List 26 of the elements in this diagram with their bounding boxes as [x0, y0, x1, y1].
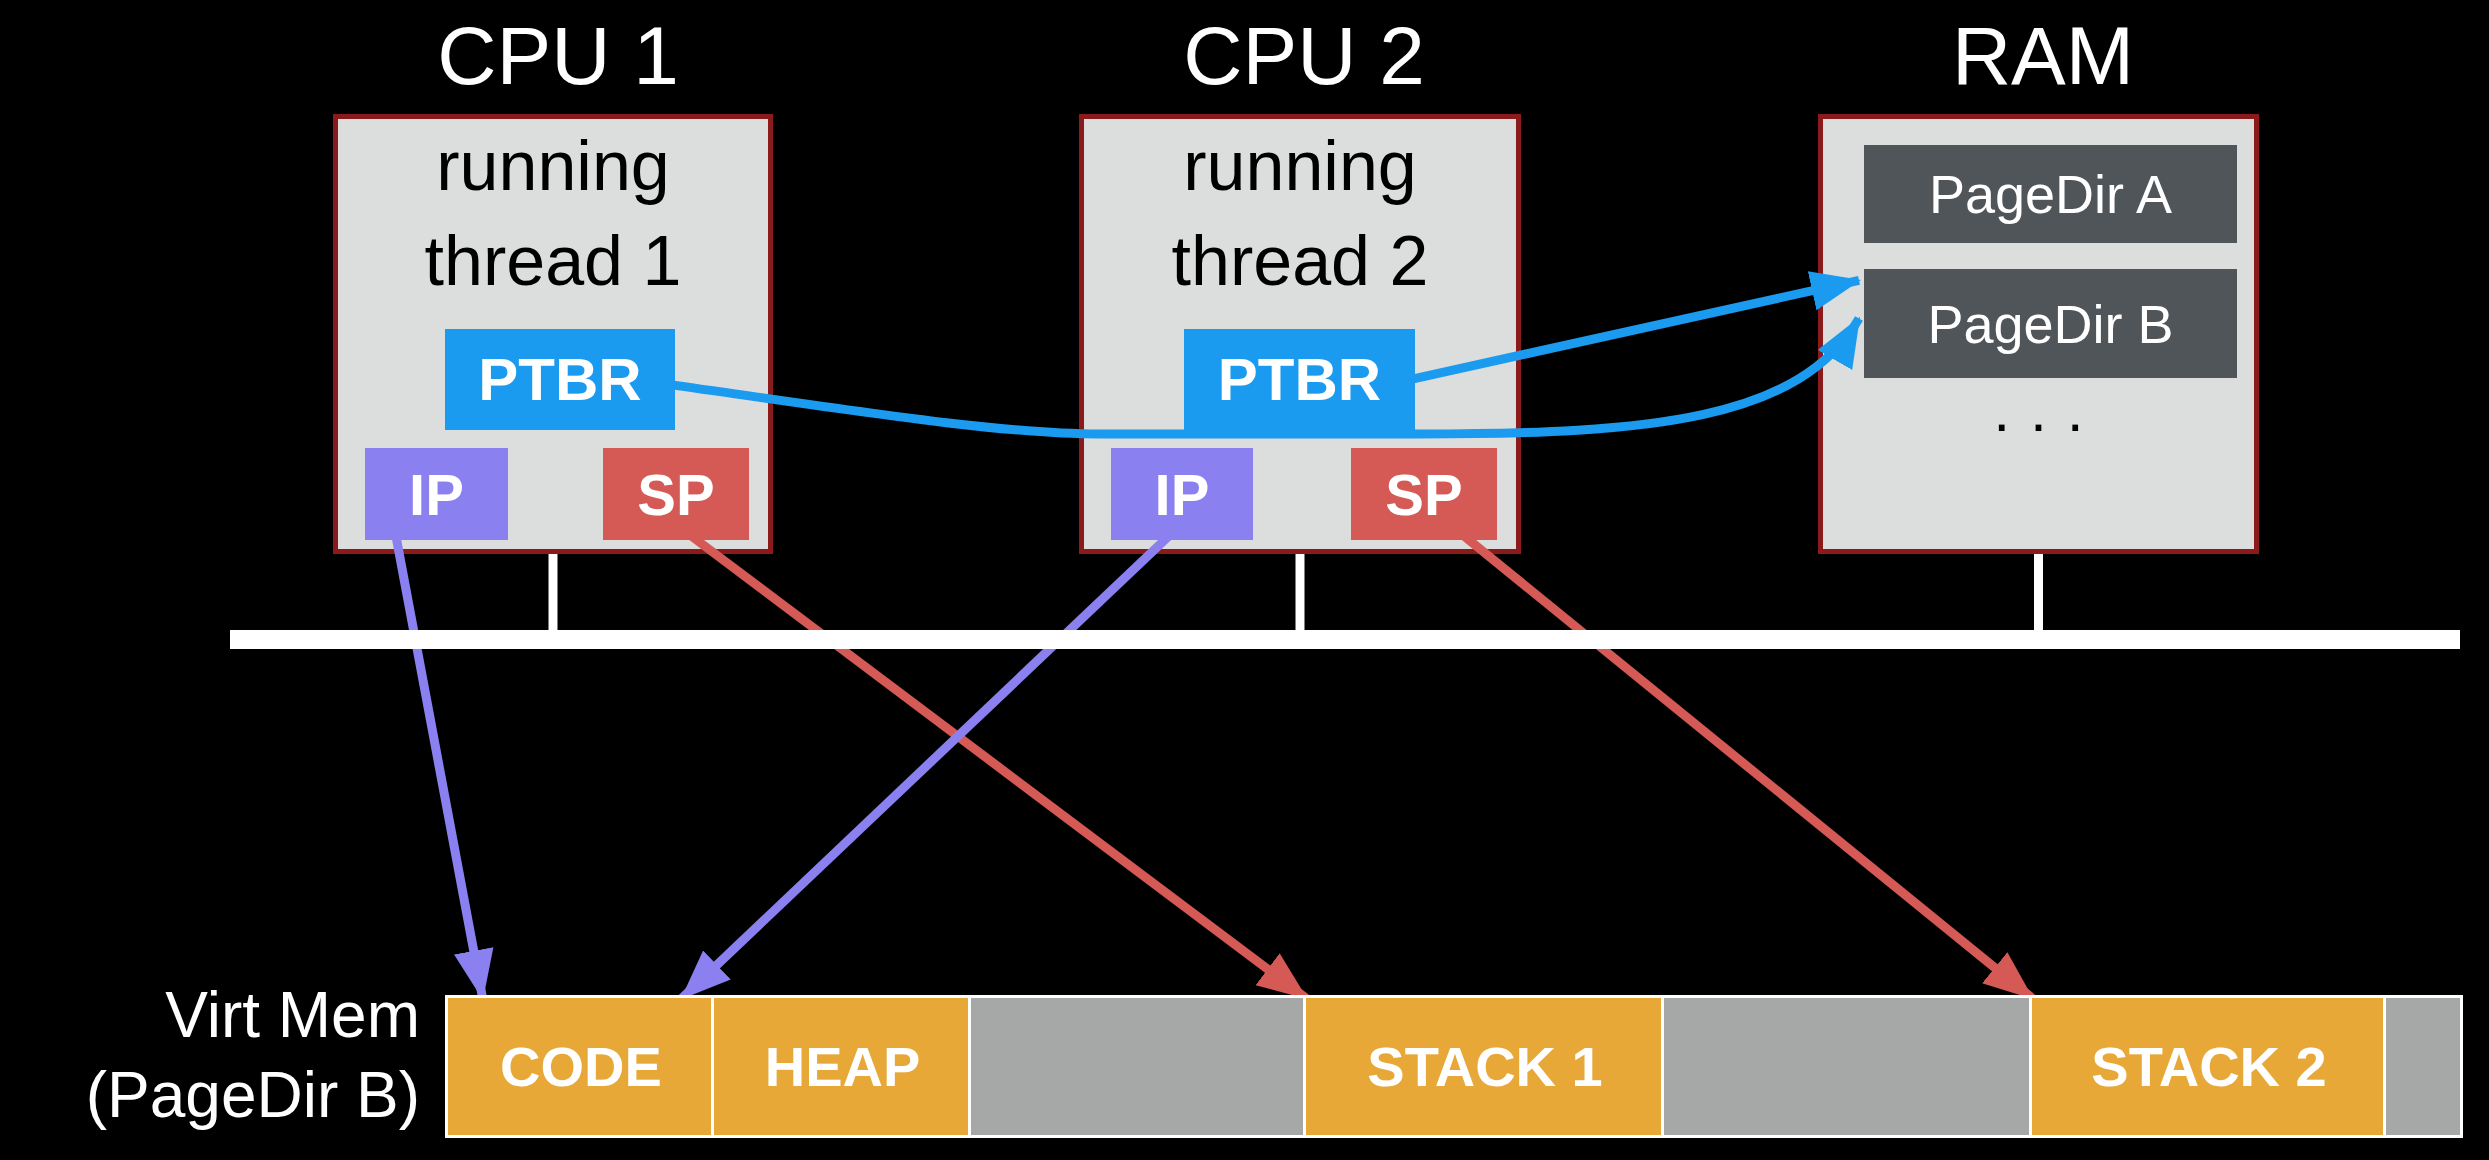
page-directory-box: PageDir B: [1864, 269, 2237, 378]
ellipsis-text: · · ·: [1990, 389, 2087, 458]
register-box: IP: [365, 448, 508, 540]
connector-line: [2034, 554, 2043, 630]
memory-segment: STACK 1: [1306, 998, 1664, 1135]
cpu-heading: CPU 1: [436, 9, 680, 103]
memory-segment: [2386, 998, 2460, 1135]
page-directory-box: PageDir A: [1864, 145, 2237, 243]
register-box: IP: [1111, 448, 1253, 540]
memory-segment: CODE: [448, 998, 714, 1135]
memory-label: Virt Mem (PageDir B): [84, 978, 420, 1133]
memory-segment: [1664, 998, 2032, 1135]
thread-label: running thread 1: [423, 126, 683, 302]
register-box: PTBR: [1184, 329, 1415, 430]
cpu-heading: CPU 2: [1182, 9, 1426, 103]
register-box: PTBR: [445, 329, 675, 430]
register-box: SP: [603, 448, 749, 540]
bus-bar: [230, 630, 2460, 649]
memory-segment: HEAP: [714, 998, 971, 1135]
thread-label: running thread 2: [1170, 126, 1430, 302]
memory-segment: STACK 2: [2032, 998, 2386, 1135]
connector-line: [548, 554, 558, 630]
register-box: SP: [1351, 448, 1497, 540]
connector-line: [1295, 554, 1305, 630]
memory-segment: [971, 998, 1306, 1135]
ram-heading: RAM: [1950, 9, 2136, 103]
